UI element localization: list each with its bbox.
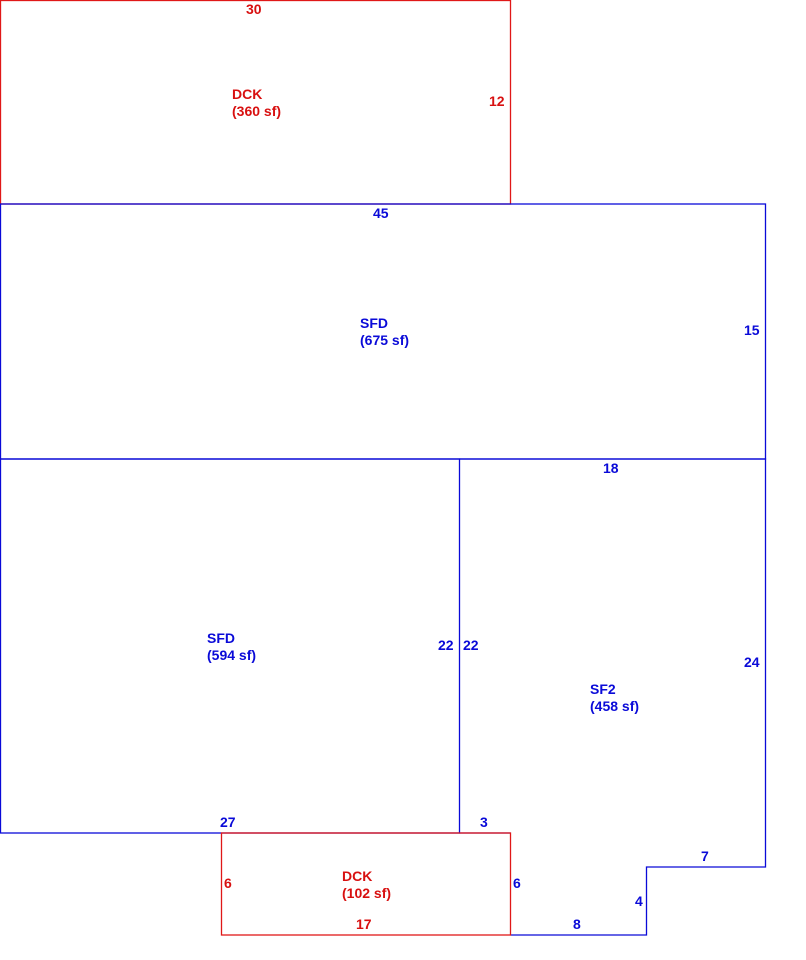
sfd-lower-outline	[0, 458, 461, 834]
dim-deck-top-width: 30	[246, 1, 262, 17]
dim-sfd-upper-depth: 15	[744, 322, 760, 338]
deck-bottom-area: (102 sf)	[342, 885, 391, 901]
sfd-upper-area: (675 sf)	[360, 332, 409, 348]
sf2-area: (458 sf)	[590, 698, 639, 714]
dim-deck-bottom-left: 6	[224, 875, 232, 891]
dim-sf2-right-depth: 24	[744, 654, 760, 670]
sfd-lower-code: SFD	[207, 630, 235, 646]
dim-sf2-left-depth: 22	[463, 637, 479, 653]
deck-top-area: (360 sf)	[232, 103, 281, 119]
deck-bottom-outline	[220, 832, 512, 936]
dim-sf2-jog-depth: 4	[635, 893, 643, 909]
dim-sf2-bottom-width: 8	[573, 916, 581, 932]
deck-bottom-code: DCK	[342, 868, 372, 884]
deck-top-code: DCK	[232, 86, 262, 102]
dim-sfd-upper-width: 45	[373, 205, 389, 221]
sfd-upper-code: SFD	[360, 315, 388, 331]
sf2-outline	[459, 458, 767, 936]
sf2-code: SF2	[590, 681, 616, 697]
dim-sf2-jog-width: 7	[701, 848, 709, 864]
sfd-lower-area: (594 sf)	[207, 647, 256, 663]
dim-deck-bottom-right: 6	[513, 875, 521, 891]
dim-deck-top-depth: 12	[489, 93, 505, 109]
dim-sf2-bottom-step: 3	[480, 814, 488, 830]
dim-sfd-lower-depth: 22	[438, 637, 454, 653]
dim-sfd-lower-width: 27	[220, 814, 236, 830]
dim-sf2-width: 18	[603, 460, 619, 476]
dim-deck-bottom-width: 17	[356, 916, 372, 932]
